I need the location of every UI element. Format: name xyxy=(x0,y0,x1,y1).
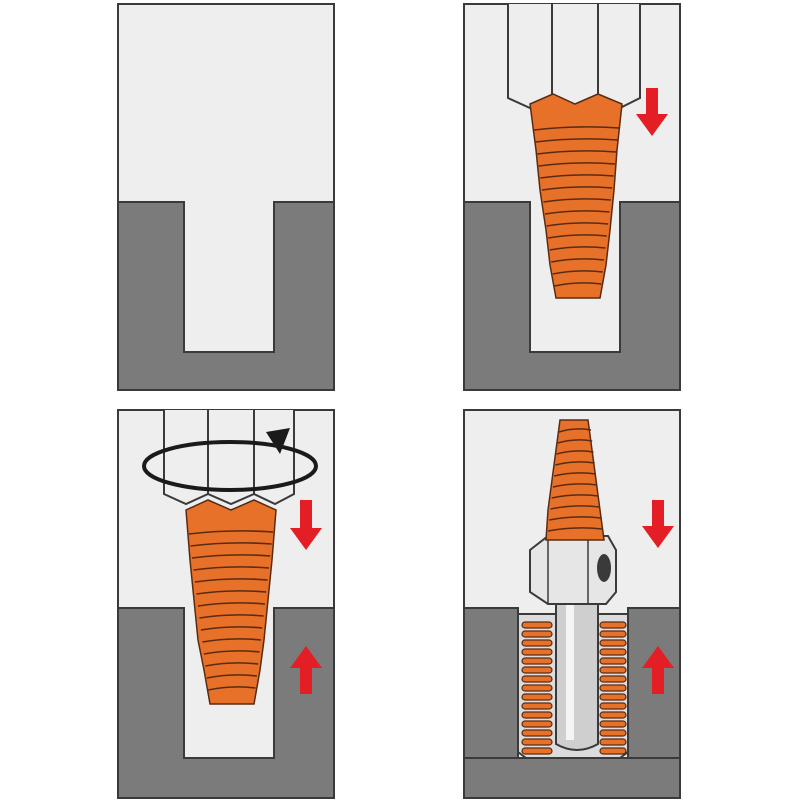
thread-line xyxy=(203,650,260,655)
panel-step-4 xyxy=(463,409,681,799)
screw-thread xyxy=(599,657,627,665)
thread-line xyxy=(552,270,603,275)
thread-line xyxy=(541,186,613,191)
thread-line xyxy=(548,234,607,239)
thread-line xyxy=(190,542,272,547)
arrow-up-icon xyxy=(642,646,674,694)
screw-thread xyxy=(521,630,553,638)
extractor-bit xyxy=(529,93,623,299)
extractor-shank xyxy=(555,595,599,751)
thread-line xyxy=(208,686,256,691)
thread-line xyxy=(535,138,618,143)
arrow-down-icon xyxy=(642,500,674,548)
thread-line xyxy=(544,210,610,215)
extractor-hex-shank xyxy=(507,4,641,110)
screw-thread xyxy=(599,720,627,728)
thread-line xyxy=(543,198,611,203)
screw-thread xyxy=(521,675,553,683)
workpiece-with-pilot-hole xyxy=(117,607,335,799)
thread-line xyxy=(557,439,593,444)
screw-thread xyxy=(599,639,627,647)
thread-line xyxy=(553,472,597,477)
screw-thread xyxy=(521,738,553,746)
screw-thread xyxy=(599,648,627,656)
screw-thread xyxy=(521,684,553,692)
panel-step-3 xyxy=(117,409,335,799)
thread-line xyxy=(552,483,598,488)
workpiece-with-pilot-hole xyxy=(463,201,681,391)
screw-thread xyxy=(599,702,627,710)
screw-thread xyxy=(521,693,553,701)
screw-thread xyxy=(521,648,553,656)
thread-line xyxy=(206,674,258,679)
thread-line xyxy=(199,614,264,619)
screw-thread xyxy=(599,747,627,755)
thread-line xyxy=(550,505,600,510)
screw-thread xyxy=(521,729,553,737)
thread-line xyxy=(546,222,609,227)
screw-thread xyxy=(599,738,627,746)
extractor-hex-shank xyxy=(163,410,295,506)
thread-line xyxy=(533,126,620,131)
thread-line xyxy=(188,530,274,535)
screw-thread xyxy=(521,747,553,755)
workpiece-with-pilot-hole xyxy=(117,201,335,391)
thread-line xyxy=(554,282,602,287)
screw-thread xyxy=(599,621,627,629)
thread-line xyxy=(193,566,270,571)
arrow-down-icon xyxy=(636,88,668,136)
thread-line xyxy=(196,590,267,595)
screw-thread xyxy=(521,639,553,647)
rotation-arrow-icon xyxy=(142,428,318,492)
thread-line xyxy=(202,638,262,643)
thread-line xyxy=(556,450,594,455)
extractor-bit xyxy=(545,419,605,541)
thread-line xyxy=(549,246,606,251)
thread-line xyxy=(191,554,271,559)
screw-thread xyxy=(521,621,553,629)
thread-line xyxy=(537,150,617,155)
thread-line xyxy=(538,162,615,167)
thread-line xyxy=(205,662,259,667)
screw-thread xyxy=(521,657,553,665)
thread-line xyxy=(551,494,599,499)
thread-line xyxy=(549,516,601,521)
arrow-up-icon xyxy=(290,646,322,694)
screw-thread xyxy=(521,702,553,710)
extractor-bit xyxy=(185,499,277,705)
panel-step-1 xyxy=(117,3,335,391)
hex-nut xyxy=(529,535,617,605)
thread-line xyxy=(555,461,595,466)
thread-line xyxy=(558,428,592,433)
screw-thread xyxy=(521,711,553,719)
thread-line xyxy=(547,527,603,532)
thread-line xyxy=(551,258,605,263)
screw-thread xyxy=(599,666,627,674)
thread-line xyxy=(540,174,614,179)
screw-thread xyxy=(599,630,627,638)
screw-thread xyxy=(521,666,553,674)
thread-line xyxy=(194,578,268,583)
screw-thread xyxy=(599,675,627,683)
thread-line xyxy=(200,626,263,631)
screw-thread xyxy=(599,684,627,692)
screw-thread xyxy=(599,729,627,737)
screw-thread xyxy=(599,711,627,719)
arrow-down-icon xyxy=(290,500,322,550)
thread-line xyxy=(197,602,266,607)
panel-step-2 xyxy=(463,3,681,391)
workpiece xyxy=(463,757,681,799)
screw-thread xyxy=(521,720,553,728)
screw-thread xyxy=(599,693,627,701)
